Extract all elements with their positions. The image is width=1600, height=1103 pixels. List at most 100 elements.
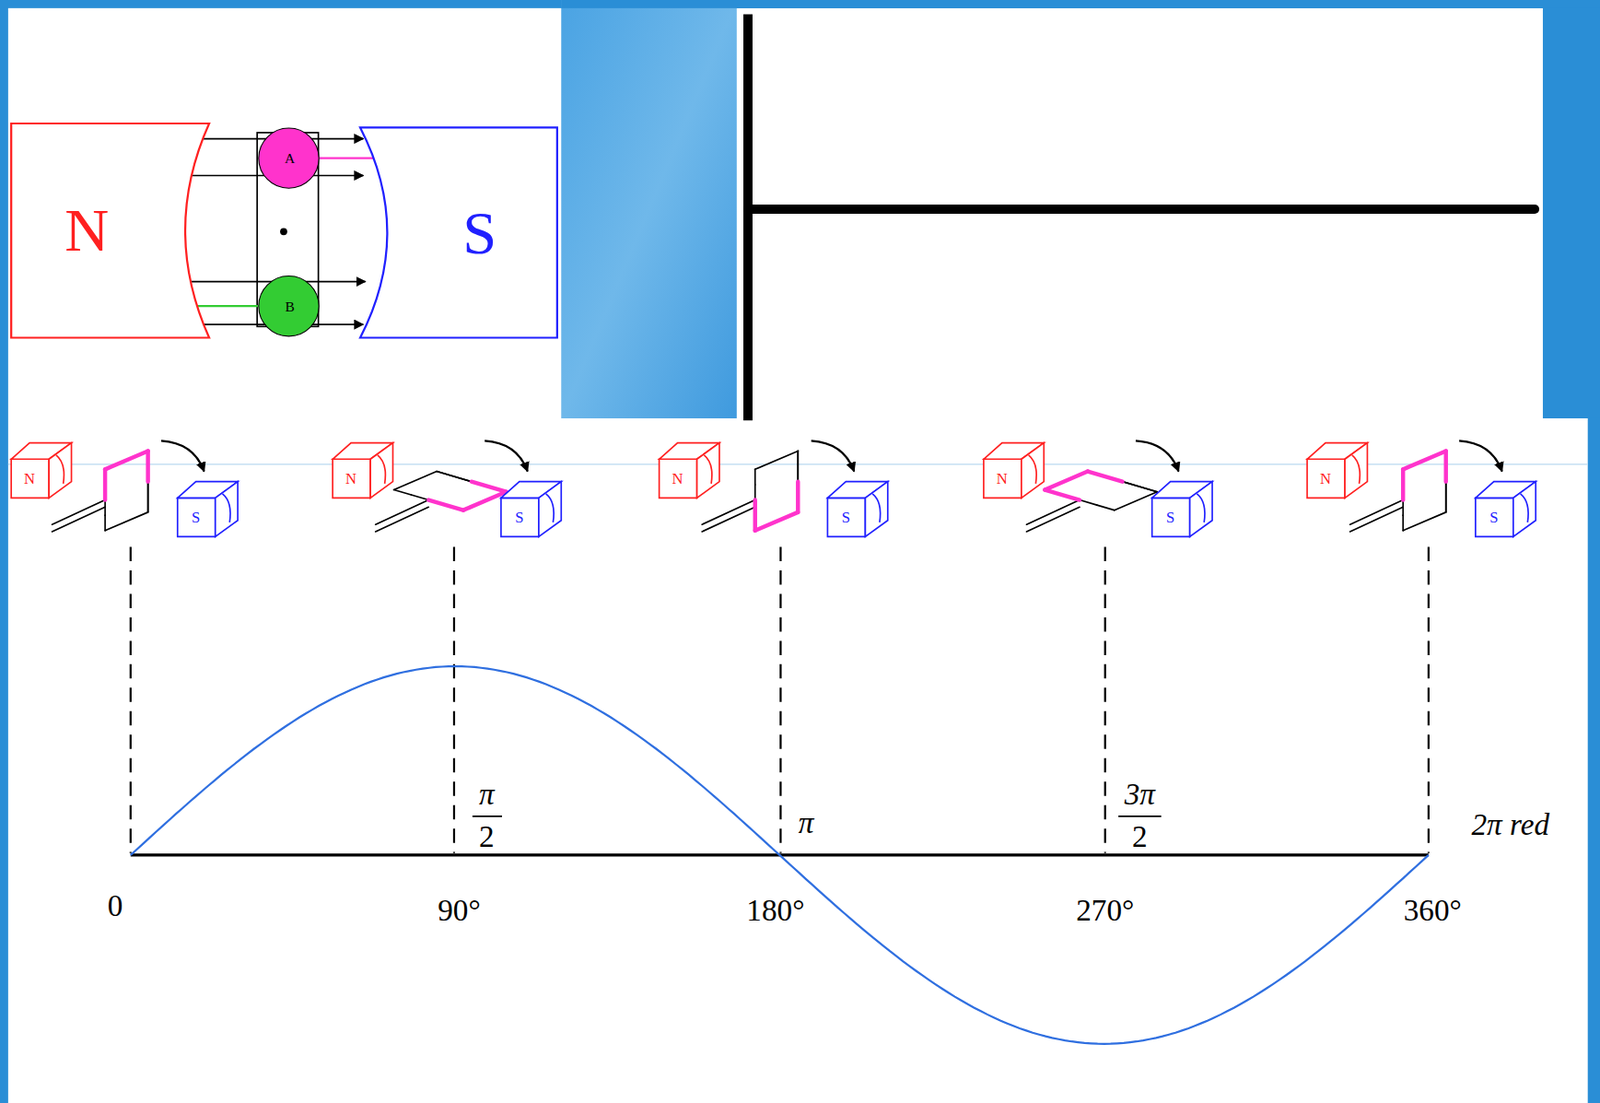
- generator-sketches: [51, 440, 1502, 532]
- loop-side: [428, 500, 464, 511]
- loop-side: [795, 481, 800, 513]
- south-block: S: [176, 478, 241, 538]
- loop-side: [105, 450, 149, 469]
- loop-side: [105, 512, 149, 531]
- loop-side: [471, 481, 507, 492]
- loop-side: [1445, 481, 1448, 513]
- loop-side: [147, 450, 150, 512]
- axis-vertical: [743, 14, 753, 421]
- south-block: S: [500, 478, 564, 538]
- loop-side: [1444, 450, 1449, 481]
- axis-label: π: [477, 778, 497, 809]
- loop-side: [1044, 490, 1080, 501]
- axis-label: 0: [105, 890, 126, 922]
- loop-side: [1401, 468, 1405, 500]
- north-pole: N: [10, 122, 215, 339]
- guide-lines: [130, 547, 1429, 853]
- loop-side: [701, 506, 756, 532]
- pole-letter: S: [191, 509, 200, 526]
- axis-horizontal: [747, 204, 1535, 214]
- pole-letter: S: [514, 509, 524, 526]
- pole-letter: B: [284, 300, 294, 316]
- loop-side: [147, 481, 150, 513]
- pole-letter: N: [64, 199, 109, 261]
- loop-side: [375, 506, 430, 532]
- loop-side: [1401, 514, 1404, 531]
- loop-side: [436, 471, 506, 492]
- loop-side: [1087, 471, 1157, 492]
- loop-side: [463, 491, 507, 511]
- pole-letter: S: [841, 509, 851, 526]
- loop-side: [375, 500, 430, 526]
- loop-side: [1044, 471, 1088, 491]
- axis-label: π: [796, 806, 817, 838]
- loop-side: [51, 506, 106, 532]
- loop-side: [1114, 491, 1158, 511]
- loop-side: [436, 471, 472, 482]
- loop-side: [394, 471, 438, 491]
- loop-side: [1079, 500, 1098, 506]
- loop-side: [1350, 506, 1404, 532]
- axis-label: 90°: [435, 894, 483, 925]
- conductor-b: B: [257, 275, 319, 337]
- pole-letter: N: [345, 470, 357, 487]
- loop-side: [1445, 450, 1448, 512]
- loop-side: [754, 484, 757, 501]
- pole-letter: N: [672, 470, 684, 487]
- loop-side: [1122, 481, 1158, 492]
- loop-side: [1087, 471, 1123, 482]
- loop-side: [145, 450, 150, 481]
- pole-letter: A: [284, 151, 295, 167]
- loop-side: [796, 450, 799, 512]
- loop-side: [1401, 500, 1404, 516]
- blue-band: [560, 0, 1600, 9]
- rotation-arrow: [811, 440, 855, 471]
- pole-letter: N: [1319, 470, 1332, 487]
- loop-side: [1402, 450, 1447, 469]
- loop-side: [755, 512, 799, 531]
- pole-letter: S: [1166, 509, 1175, 526]
- loop-side: [104, 514, 106, 531]
- loop-side: [410, 494, 429, 501]
- conductor-a: A: [257, 127, 319, 188]
- south-block: S: [1151, 478, 1215, 538]
- loop-side: [103, 468, 107, 500]
- pole-letter: N: [996, 470, 1008, 487]
- loop-side: [394, 490, 412, 496]
- axis-label: 2π red: [1469, 808, 1552, 840]
- loop-side: [754, 468, 757, 485]
- axis-label: 360°: [1401, 894, 1465, 925]
- loop-side: [1026, 500, 1080, 526]
- blue-panel: [1542, 0, 1600, 419]
- axis-label: 180°: [744, 894, 807, 925]
- loop-side: [796, 450, 799, 481]
- rotation-arrow: [1135, 440, 1180, 471]
- loop-side: [1402, 512, 1447, 531]
- blue-panel: [560, 0, 737, 419]
- axis-label: 270°: [1074, 894, 1137, 925]
- south-block: S: [1474, 478, 1539, 538]
- fraction-bar: [472, 815, 503, 818]
- pole-letter: N: [23, 470, 36, 487]
- loop-side: [1026, 506, 1080, 532]
- rotation-arrow: [161, 440, 205, 471]
- white-ground: [8, 8, 1589, 1103]
- loop-side: [51, 500, 106, 526]
- south-block: S: [826, 478, 890, 538]
- north-block: N: [1306, 440, 1370, 500]
- loop-side: [1350, 500, 1404, 526]
- axis-label: 2: [477, 820, 497, 852]
- loop-side: [701, 500, 756, 526]
- loop-side: [755, 450, 799, 469]
- pole-letter: S: [1489, 509, 1498, 526]
- rotation-arrow: [1459, 440, 1503, 471]
- loop-side: [104, 500, 106, 516]
- pole-letter: S: [462, 201, 497, 263]
- north-block: N: [658, 440, 723, 500]
- fraction-bar: [1118, 815, 1162, 818]
- south-pole: S: [355, 125, 561, 340]
- axis-label: 3π: [1122, 778, 1158, 809]
- north-block: N: [331, 440, 396, 500]
